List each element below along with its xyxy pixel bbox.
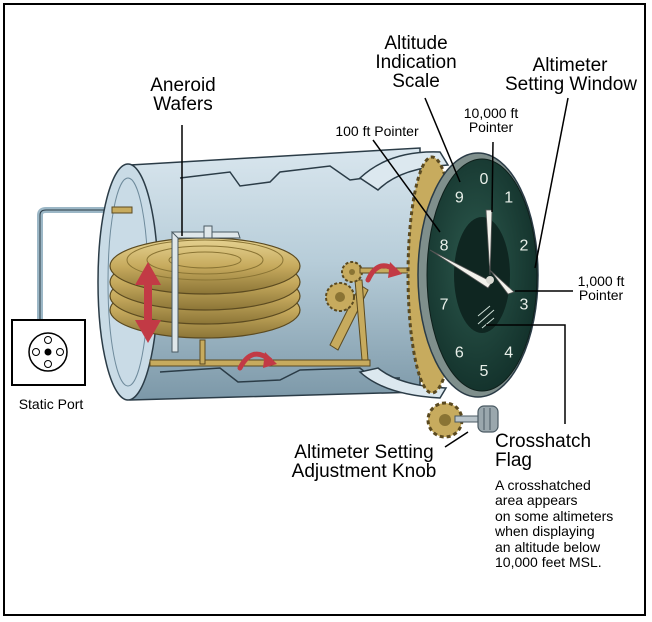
dial-numeral-9: 9 [455, 189, 464, 206]
leader-lines [181, 97, 573, 448]
adjustment-knob-icon [426, 401, 499, 439]
dial-numeral-6: 6 [455, 345, 464, 362]
pointer-10000ft [485, 209, 493, 276]
crosshatch-note: A crosshatched area appears on some alti… [495, 477, 614, 570]
dial-numeral-5: 5 [480, 363, 489, 380]
rotation-arrowhead-icon [388, 262, 402, 278]
gear-train-icon [325, 261, 411, 312]
dial-numeral-4: 4 [504, 345, 513, 362]
expansion-arrow-icon [135, 262, 161, 343]
dial-numeral-3: 3 [519, 297, 528, 314]
pointer-1000ft [489, 269, 515, 295]
static-port-label: Static Port [18, 396, 84, 412]
dial-numeral-2: 2 [519, 237, 528, 254]
dial-numeral-8: 8 [440, 237, 449, 254]
pointer-100-label: 100 ft Pointer [335, 123, 419, 139]
dial-numerals: 01 2 3 456 7 8 9 [440, 171, 529, 380]
dial-numeral-0: 0 [480, 171, 489, 188]
dial-numeral-1: 1 [504, 189, 513, 206]
dial-numeral-7: 7 [440, 297, 449, 314]
crosshatch-flag-patch [477, 305, 495, 329]
pointer-100ft [429, 249, 493, 289]
